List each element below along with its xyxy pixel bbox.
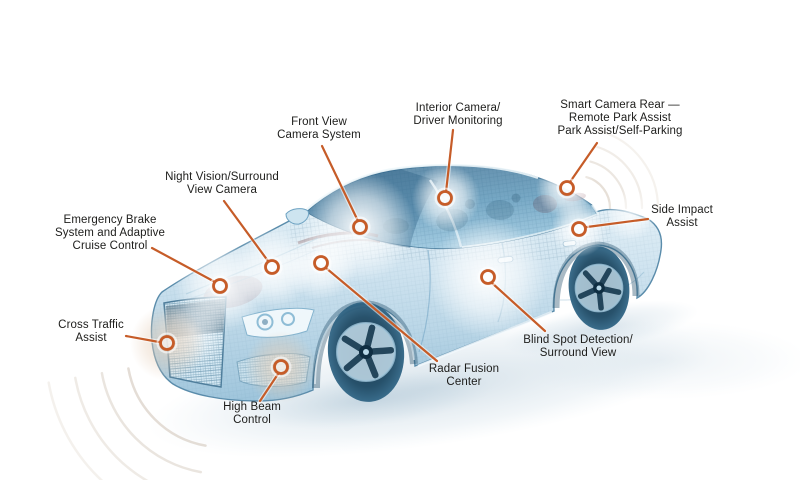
- marker-emergency-brake-icon: [212, 278, 228, 294]
- sonar-arcs-front: [47, 367, 207, 480]
- marker-smart-camera-rear-icon: [559, 180, 575, 196]
- label-front-view-camera: Front View Camera System: [277, 116, 361, 141]
- callout-line-emergency-brake: [150, 246, 217, 284]
- label-radar-fusion: Radar Fusion Center: [428, 363, 500, 388]
- sensor-markers: [156, 177, 590, 378]
- callout-line-side-impact: [585, 217, 650, 229]
- marker-cross-traffic-icon: [159, 335, 175, 351]
- label-high-beam: High Beam Control: [223, 401, 281, 426]
- front-wheel: [327, 302, 405, 402]
- marker-front-view-camera-icon: [352, 219, 368, 235]
- callout-line-front-view-camera: [320, 144, 360, 223]
- callout-line-night-vision: [222, 199, 270, 263]
- label-interior-camera: Interior Camera/ Driver Monitoring: [413, 102, 503, 127]
- callouts: [123, 127, 651, 404]
- label-night-vision: Night Vision/Surround View Camera: [165, 171, 279, 196]
- headlight: [241, 307, 315, 338]
- label-blind-spot: Blind Spot Detection/ Surround View: [523, 334, 633, 359]
- marker-interior-camera-icon: [437, 190, 453, 206]
- callout-line-high-beam: [258, 372, 280, 403]
- marker-side-impact-icon: [571, 221, 587, 237]
- callout-line-interior-camera: [444, 128, 455, 194]
- label-smart-camera-rear: Smart Camera Rear — Remote Park Assist P…: [557, 99, 683, 137]
- rear-wheel: [568, 246, 630, 330]
- callout-line-radar-fusion: [324, 266, 439, 363]
- label-emergency-brake: Emergency Brake System and Adaptive Crui…: [55, 214, 165, 252]
- callout-line-smart-camera-rear: [568, 141, 599, 184]
- callout-line-cross-traffic: [124, 334, 161, 344]
- marker-night-vision-icon: [264, 259, 280, 275]
- label-side-impact: Side Impact Assist: [651, 204, 713, 229]
- label-cross-traffic: Cross Traffic Assist: [58, 319, 124, 344]
- callout-lines: [124, 128, 650, 403]
- marker-radar-fusion-icon: [313, 255, 329, 271]
- callout-line-blind-spot: [490, 281, 547, 333]
- marker-blind-spot-icon: [480, 269, 496, 285]
- marker-high-beam-icon: [273, 359, 289, 375]
